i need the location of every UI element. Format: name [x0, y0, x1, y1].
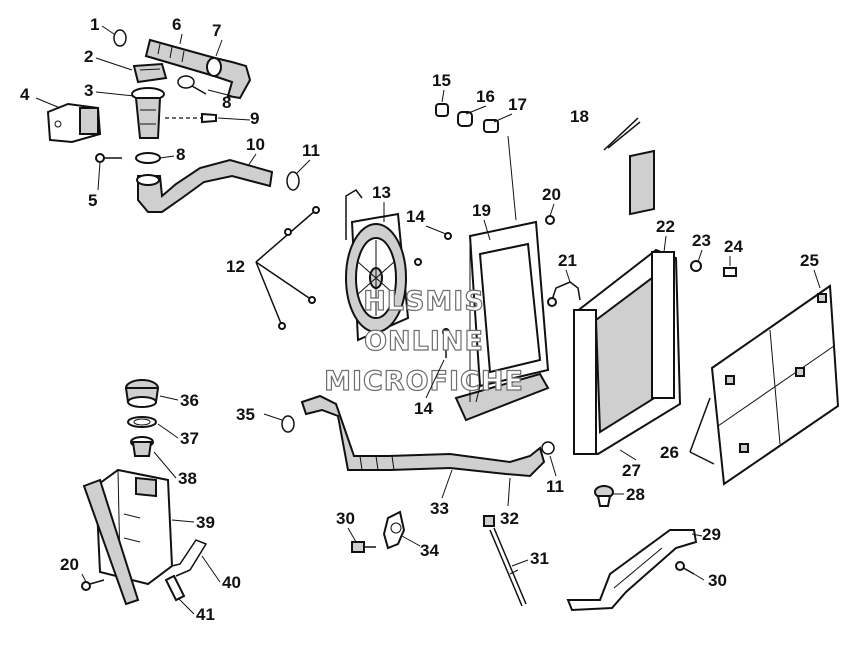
bolt-5 — [95, 153, 122, 163]
callout-40: 40 — [222, 573, 241, 592]
callout-6: 6 — [172, 15, 181, 34]
leader-lines — [35, 25, 821, 615]
clamp-8-lower — [135, 152, 161, 164]
callout-26: 26 — [660, 443, 679, 462]
clamp-34 — [382, 510, 406, 550]
callout-22: 22 — [656, 217, 675, 236]
lower-hose-10 — [136, 158, 274, 213]
callout-41: 41 — [196, 605, 215, 624]
screw-14-upper — [414, 232, 452, 266]
callout-24: 24 — [724, 237, 743, 256]
callout-17: 17 — [508, 95, 527, 114]
callout-10: 10 — [246, 135, 265, 154]
callout-19: 19 — [472, 201, 491, 220]
grommet-15 — [435, 103, 449, 117]
callout-27: 27 — [622, 461, 641, 480]
callout-32: 32 — [500, 509, 519, 528]
leader-26 — [689, 397, 715, 465]
upper-hose-6-7 — [144, 38, 252, 100]
hose-40 — [171, 539, 208, 577]
callout-9: 9 — [250, 109, 259, 128]
callout-34: 34 — [420, 541, 439, 560]
bolt-20-upper — [545, 215, 555, 225]
callout-16: 16 — [476, 87, 495, 106]
fan-shroud-19 — [454, 220, 550, 422]
grommet-17 — [483, 119, 499, 133]
bolt-32 — [483, 515, 495, 527]
callout-30a: 30 — [336, 509, 355, 528]
cap-36 — [124, 379, 160, 408]
watermark-line-1: HLSMIS — [363, 286, 485, 317]
callout-2: 2 — [84, 47, 93, 66]
callout-7: 7 — [212, 21, 221, 40]
callout-20a: 20 — [542, 185, 561, 204]
clamp-11-upper — [286, 171, 300, 191]
callout-28: 28 — [626, 485, 645, 504]
neck-38 — [130, 436, 154, 457]
callout-35: 35 — [236, 405, 255, 424]
callout-20b: 20 — [60, 555, 79, 574]
clamp-11-lower — [541, 441, 555, 455]
bracket-29 — [566, 529, 698, 612]
callout-31: 31 — [530, 549, 549, 568]
overflow-tank-39 — [82, 468, 174, 606]
fan-assembly-13 — [345, 189, 410, 342]
callout-14b: 14 — [414, 399, 433, 418]
watermark-line-3: MICROFICHE — [324, 366, 524, 397]
clamp-35 — [281, 415, 295, 433]
gasket-37 — [127, 416, 157, 428]
sensor-18 — [603, 117, 641, 151]
callout-13: 13 — [372, 183, 391, 202]
watermark: HLSMIS ONLINE MICROFICHE — [323, 285, 524, 397]
callout-5: 5 — [88, 191, 97, 210]
callout-8b: 8 — [176, 145, 185, 164]
callout-37: 37 — [180, 429, 199, 448]
callout-14a: 14 — [406, 207, 425, 226]
screw-14-lower — [442, 328, 450, 358]
callout-11a: 11 — [302, 141, 320, 160]
radiator-cap-2 — [132, 62, 168, 84]
callout-3: 3 — [84, 81, 93, 100]
wire-harness-12 — [255, 206, 320, 330]
callout-36: 36 — [180, 391, 199, 410]
callout-39: 39 — [196, 513, 215, 532]
callout-12: 12 — [226, 257, 245, 276]
bolt-24 — [723, 267, 737, 277]
nut-23 — [690, 260, 702, 272]
callout-8a: 8 — [222, 93, 231, 112]
callout-38: 38 — [178, 469, 197, 488]
callout-30b: 30 — [708, 571, 727, 590]
callout-33: 33 — [430, 499, 449, 518]
thermostat-housing-3 — [131, 87, 165, 139]
screw-9 — [165, 112, 217, 124]
bolt-30-left — [351, 541, 376, 553]
callout-labels: 1 2 3 4 5 6 7 8 8 9 10 11 11 12 13 14 14… — [20, 15, 819, 624]
screen-panel-25 — [710, 284, 840, 486]
clamp-8-upper — [177, 75, 207, 95]
callout-25: 25 — [800, 251, 819, 270]
callout-15: 15 — [432, 71, 451, 90]
drain-plug-28 — [594, 485, 614, 507]
mounting-bracket-4 — [46, 102, 102, 144]
callout-23: 23 — [692, 231, 711, 250]
watermark-line-2: ONLINE — [364, 326, 484, 357]
grommet-16 — [457, 111, 473, 127]
bolt-30-right — [675, 561, 695, 575]
sensor-wire-21 — [547, 281, 581, 307]
hose-33 — [300, 394, 546, 478]
radiator-22 — [573, 149, 682, 456]
callout-29: 29 — [702, 525, 721, 544]
leader-17 — [507, 135, 517, 221]
callout-1: 1 — [90, 15, 99, 34]
callout-21: 21 — [558, 251, 577, 270]
hose-clamp-1 — [113, 29, 127, 47]
clip-41 — [164, 574, 186, 602]
callout-11b: 11 — [546, 477, 564, 496]
callout-4: 4 — [20, 85, 30, 104]
rod-31 — [489, 527, 527, 607]
callout-18: 18 — [570, 107, 589, 126]
